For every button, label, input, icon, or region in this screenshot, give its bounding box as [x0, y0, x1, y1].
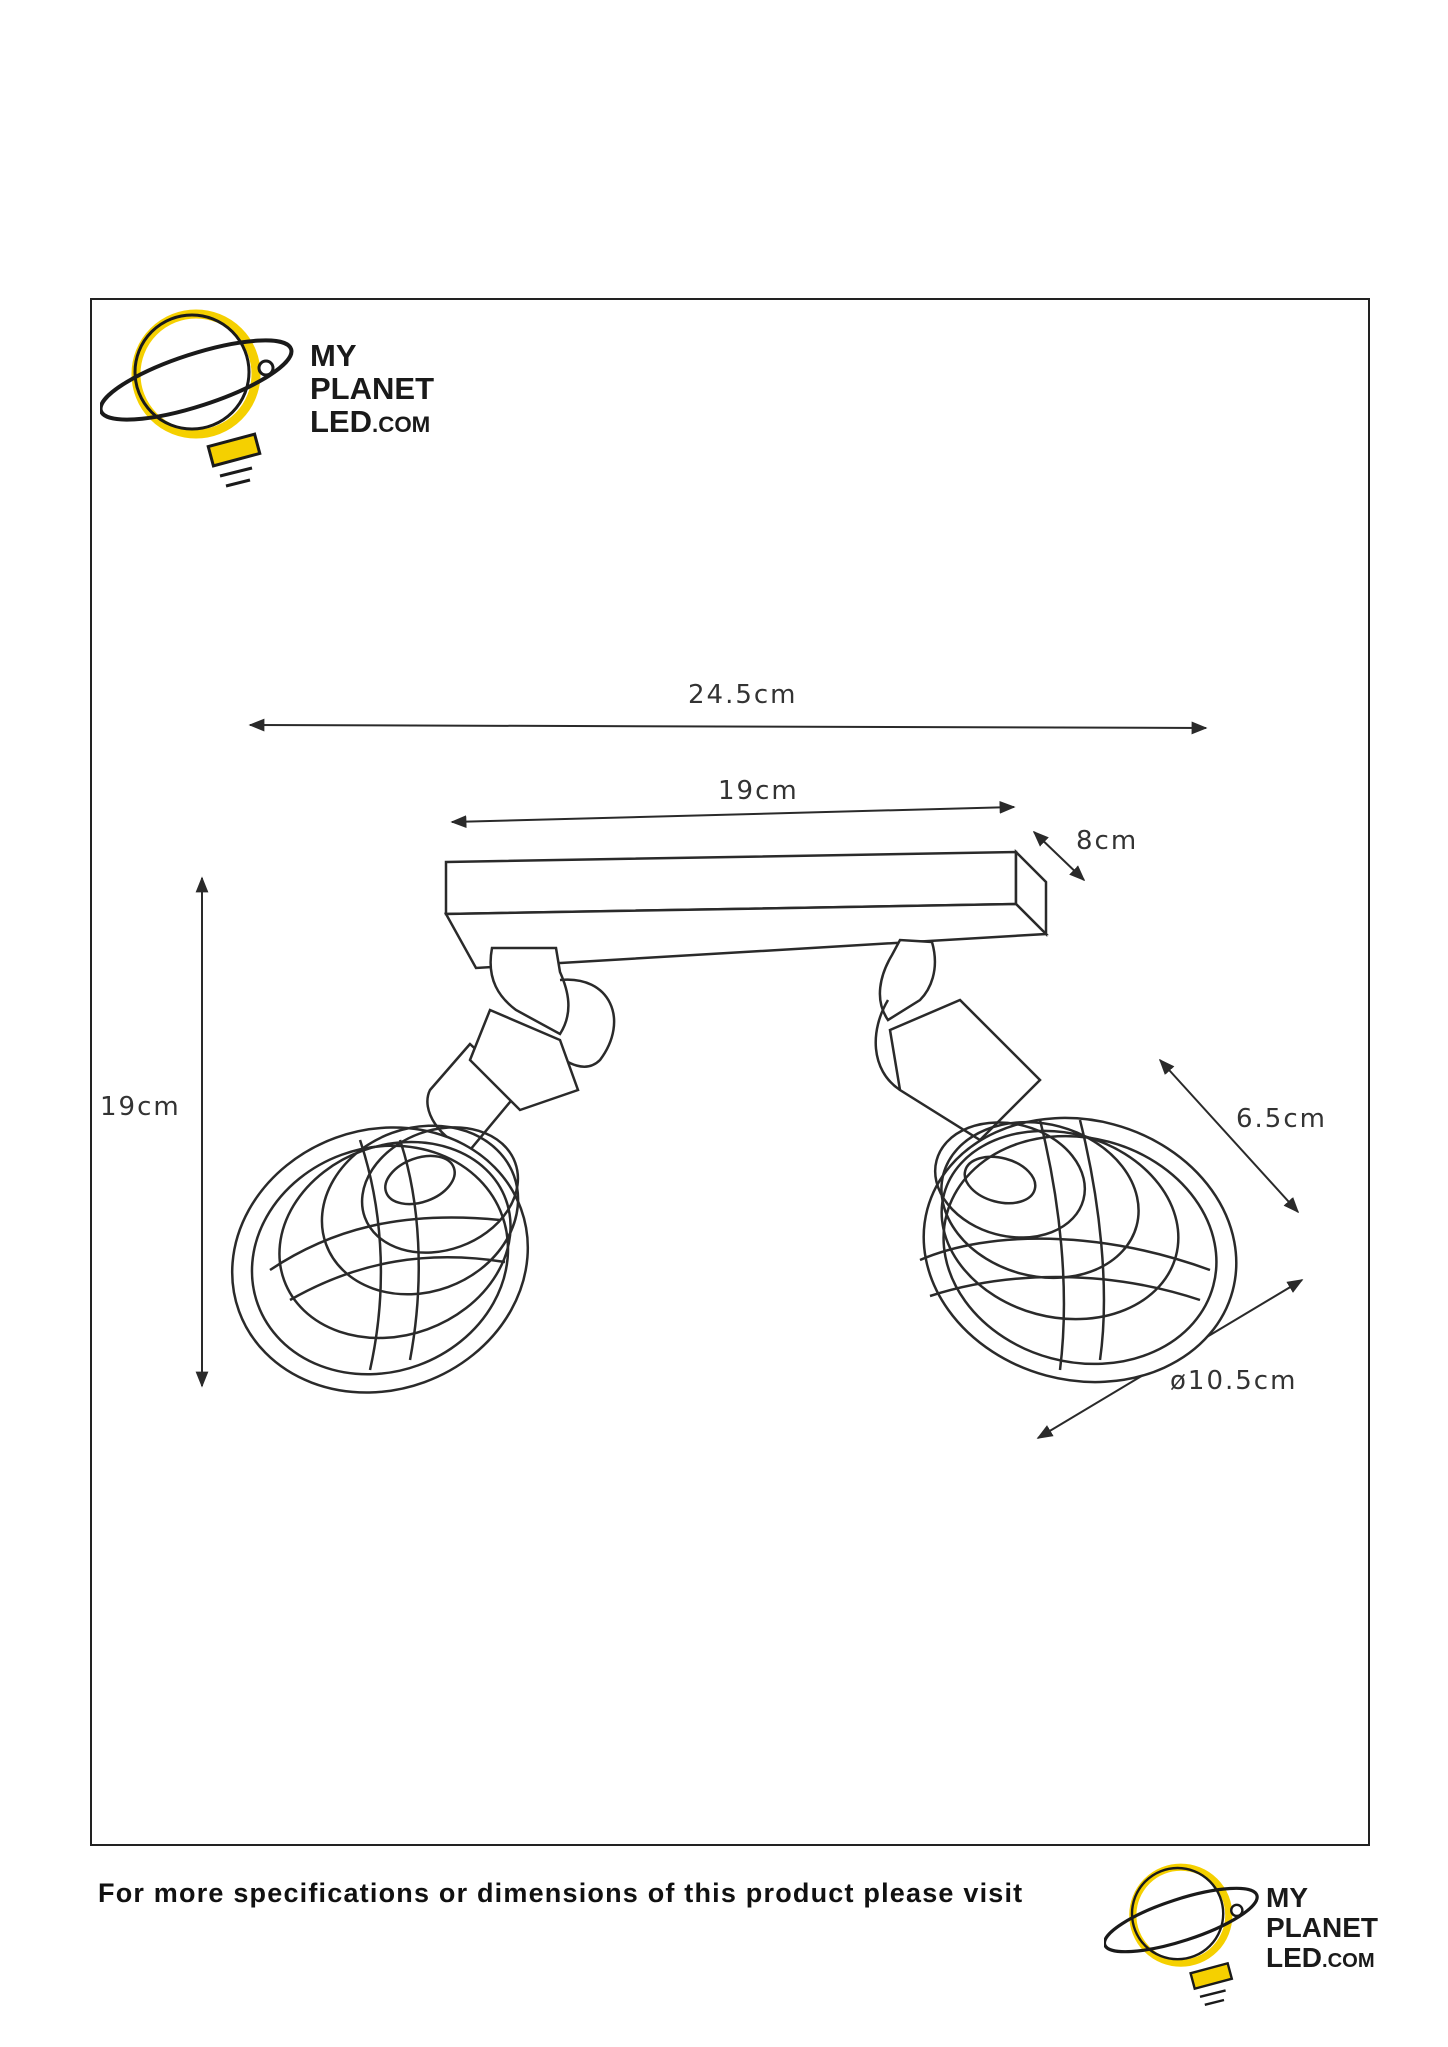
base-depth-label: 8cm — [1076, 826, 1139, 856]
footer-note: For more specifications or dimensions of… — [98, 1878, 1024, 1908]
shade-depth-arrow — [1158, 1058, 1300, 1214]
logo-wordmark: MY PLANET LED.COM — [310, 338, 434, 439]
shade-diameter-label: ø10.5cm — [1170, 1366, 1298, 1396]
footer-logo-wordmark: MY PLANET LED.COM — [1266, 1882, 1378, 1973]
left-spotlight — [230, 946, 616, 1394]
drawing-frame — [90, 298, 1370, 1846]
shade-depth-label: 6.5cm — [1236, 1104, 1327, 1134]
height-label: 19cm — [100, 1092, 181, 1122]
base-length-label: 19cm — [718, 776, 799, 806]
overall-width-label: 24.5cm — [688, 680, 798, 710]
overall-width-arrow — [248, 718, 1208, 735]
right-spotlight — [874, 938, 1238, 1384]
footer-logo-mark-icon — [1104, 1863, 1259, 2006]
base-length-arrow — [450, 800, 1016, 829]
base-depth-arrow — [1032, 830, 1086, 882]
logo-mark-icon — [100, 309, 294, 488]
mounting-base — [443, 848, 1049, 970]
